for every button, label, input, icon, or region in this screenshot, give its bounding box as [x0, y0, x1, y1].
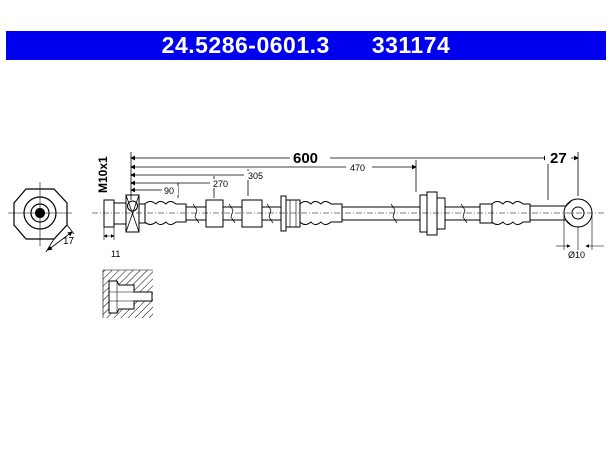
eye-diameter-label: Ø10 — [568, 250, 585, 260]
hex-end-view — [8, 182, 75, 253]
total-length-label: 600 — [293, 150, 318, 167]
wrench-size-label: 17 — [63, 236, 75, 247]
dim-90-label: 90 — [164, 186, 174, 196]
reference-number: 331174 — [371, 32, 451, 58]
title-bar: 24.5286-0601.3 331174 — [6, 31, 606, 60]
end-length-label: 27 — [550, 150, 567, 167]
dim-270-label: 270 — [213, 179, 228, 189]
thread-label: M10x1 — [96, 156, 110, 193]
part-number: 24.5286-0601.3 — [161, 32, 330, 58]
dim-470-label: 470 — [350, 163, 365, 173]
dim-305-label: 305 — [248, 171, 263, 181]
dimension-lines — [130, 152, 579, 200]
fitting-length-label: 11 — [111, 249, 120, 259]
section-detail — [102, 269, 153, 318]
brake-hose — [92, 191, 606, 250]
